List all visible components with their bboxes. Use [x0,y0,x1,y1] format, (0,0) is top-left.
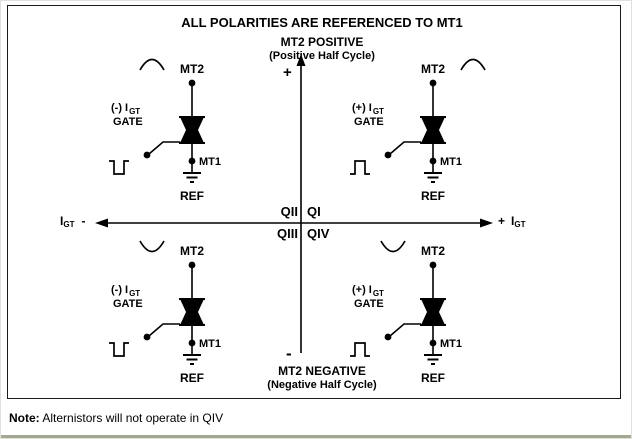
quadrant-label-q3: QIII [277,226,298,241]
mt2-negative-label: MT2 NEGATIVE [278,364,366,378]
axis-minus-sign: - [286,344,292,363]
positive-half-cycle-wave-icon [139,58,165,71]
mt1-label: MT1 [440,156,462,168]
negative-half-cycle-wave-icon [380,240,406,253]
gate-label: GATE [354,116,384,128]
mt1-terminal-dot [188,157,196,165]
ground-icon [424,172,442,183]
gate-lead [148,141,180,155]
mt2-label: MT2 [421,62,445,76]
ground-icon [183,172,201,183]
mt1-terminal-dot [429,157,437,165]
gate-terminal-dot [384,151,392,159]
negative-half-cycle-label: (Negative Half Cycle) [267,379,377,391]
positive-half-cycle-wave-icon [460,58,486,71]
triac-circuit-quadrant-1: MT2 (+)IGT GATE MT1 REF [350,58,486,203]
gate-terminal-dot [143,333,151,341]
gate-terminal-dot [384,333,392,341]
gate-lead [389,141,421,155]
ref-label: REF [421,189,445,203]
igt-positive-label: +IGT [498,214,526,229]
negative-pulse-icon [109,342,129,357]
gate-lead [148,323,180,337]
triac-circuit-quadrant-3: MT2 (-)IGT GATE MT1 REF [109,240,221,385]
gate-polarity-label: (-)IGT [111,284,140,298]
positive-pulse-icon [350,342,370,357]
diagram-title: ALL POLARITIES ARE REFERENCED TO MT1 [181,15,463,30]
mt2-label: MT2 [180,62,204,76]
gate-label: GATE [113,298,143,310]
mt1-label: MT1 [199,338,221,350]
negative-half-cycle-wave-icon [139,240,165,253]
gate-polarity-label: (-)IGT [111,102,140,116]
ground-icon [424,354,442,365]
axis-plus-sign: + [283,64,292,81]
quadrant-label-q1: QI [307,204,321,219]
ref-label: REF [180,189,204,203]
ref-label: REF [180,371,204,385]
mt1-terminal-dot [429,339,437,347]
ref-label: REF [421,371,445,385]
gate-label: GATE [113,116,143,128]
positive-pulse-icon [350,160,370,175]
footnote: Note: Alternistors will not operate in Q… [9,411,223,425]
bottom-divider [1,435,631,438]
mt1-terminal-dot [188,339,196,347]
mt1-label: MT1 [199,156,221,168]
mt2-label: MT2 [180,244,204,258]
positive-half-cycle-label: (Positive Half Cycle) [269,50,375,62]
quadrant-label-q4: QIV [307,226,330,241]
footnote-text: Alternistors will not operate in QIV [39,411,224,425]
diagram-border: ALL POLARITIES ARE REFERENCED TO MT1 MT2… [7,5,621,399]
triac-circuit-quadrant-4: MT2 (+)IGT GATE MT1 REF [350,240,462,385]
gate-label: GATE [354,298,384,310]
gate-polarity-label: (+)IGT [352,284,384,298]
gate-lead [389,323,421,337]
gate-polarity-label: (+)IGT [352,102,384,116]
mt2-label: MT2 [421,244,445,258]
negative-pulse-icon [109,160,129,175]
igt-negative-label: IGT- [60,214,86,229]
triac-circuit-quadrant-2: MT2 (-)IGT GATE MT1 REF [109,58,221,203]
mt2-positive-label: MT2 POSITIVE [280,35,364,49]
quadrant-label-q2: QII [280,204,298,219]
mt1-label: MT1 [440,338,462,350]
gate-terminal-dot [143,151,151,159]
footnote-label: Note: [9,411,40,425]
ground-icon [183,354,201,365]
